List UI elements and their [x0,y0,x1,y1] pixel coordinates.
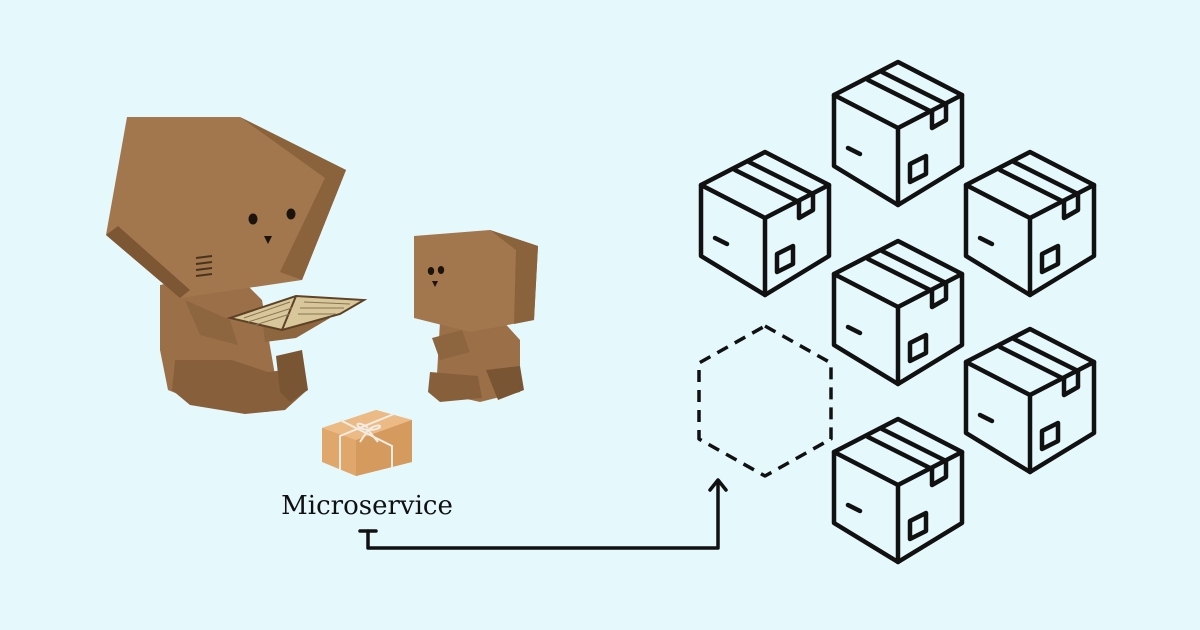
package-box-icon [966,329,1094,472]
cardboard-robots [106,117,538,414]
package-box-icon [834,241,962,384]
microservice-label: Microservice [281,491,453,521]
parcel-icon [322,410,412,476]
arrow-connector [358,478,728,550]
small-robot [414,230,538,402]
package-box-icon [701,152,829,295]
package-box-icon [834,62,962,205]
big-robot [106,117,368,414]
package-cluster [697,62,1094,562]
package-box-icon [834,419,962,562]
dashed-hexagon-slot [697,324,833,478]
package-box-icon [966,152,1094,295]
